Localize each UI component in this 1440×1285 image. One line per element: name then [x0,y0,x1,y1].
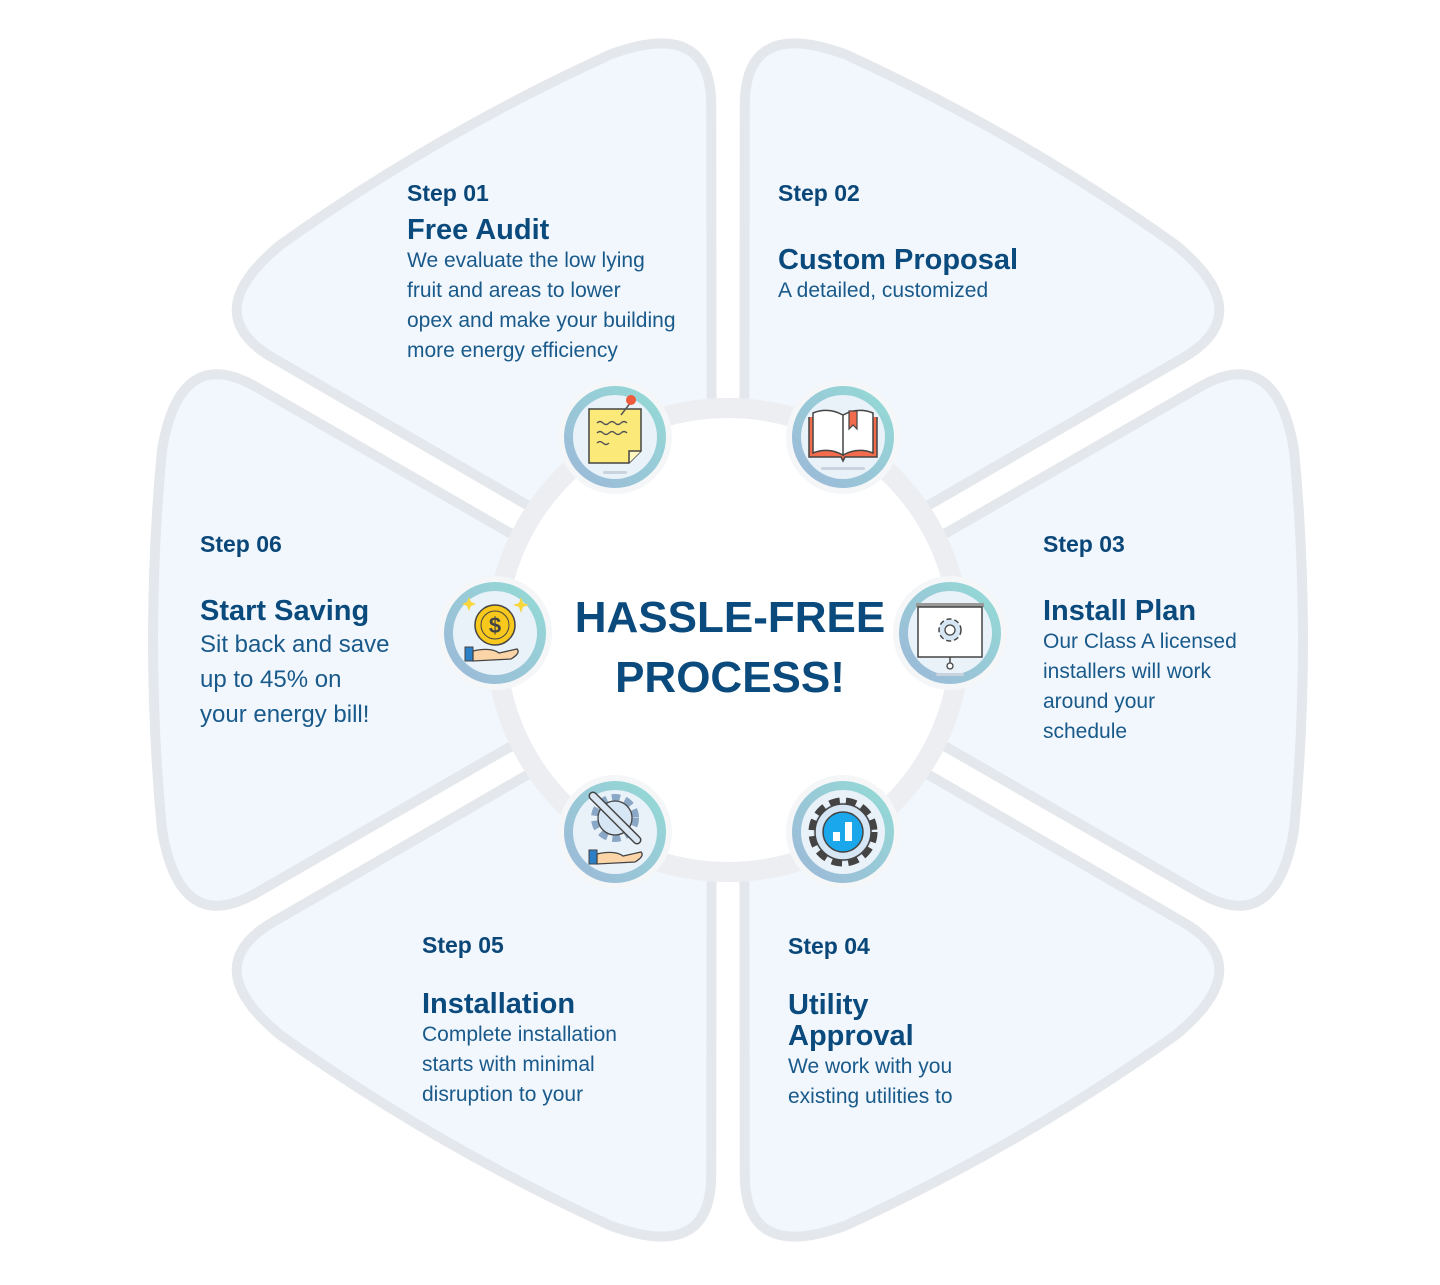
step-05: Step 05 Installation Complete installati… [422,932,617,1106]
step-04: Step 04 Utility Approval We work with yo… [788,933,953,1108]
petal-step-05 [231,763,717,1242]
step-03: Step 03 Install Plan Our Class A license… [1043,531,1237,743]
coin-hand-icon: $ [438,576,552,690]
petal-step-04 [739,763,1225,1242]
petal-step-06 [148,369,527,911]
wrench-gear-hand-icon [558,775,672,889]
open-book-icon [786,380,900,494]
presentation-gear-icon [893,576,1007,690]
step-06: Step 06 Start Saving Sit back and save u… [200,531,390,728]
step-02: Step 02 Custom Proposal A detailed, cust… [778,180,1019,302]
sticky-note-icon [558,380,672,494]
gear-chart-icon [786,775,900,889]
svg-text:$: $ [489,613,501,638]
petal-step-03 [929,369,1308,911]
page-title: HASSLE-FREE PROCESS! [574,593,886,702]
step-01: Step 01 Free Audit We evaluate the low l… [407,180,676,362]
